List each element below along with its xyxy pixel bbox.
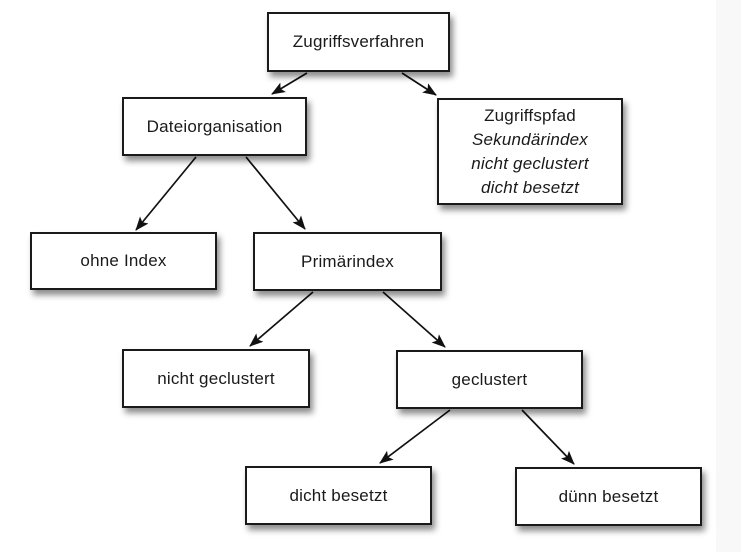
arrow-geclustert-to-dicht-besetzt (379, 409, 451, 464)
arrow-zugriffsverfahren-to-zugriffspfad (401, 72, 437, 96)
right-margin-band (716, 0, 741, 552)
node-dateiorganisation: Dateiorganisation (122, 97, 307, 156)
node-zugriffsverfahren: Zugriffsverfahren (267, 12, 450, 72)
arrow-dateiorganisation-to-ohne-index (135, 156, 197, 231)
arrow-primaerindex-to-geclustert (382, 291, 446, 348)
node-nicht-geclustert-label: nicht geclustert (157, 368, 275, 388)
arrow-geclustert-to-duenn-besetzt (521, 409, 575, 465)
node-zugriffsverfahren-label: Zugriffsverfahren (292, 32, 425, 51)
node-zugriffspfad-line2: Sekundärindex (471, 129, 588, 149)
node-duenn-besetzt: dünn besetzt (515, 467, 702, 526)
node-primaerindex-label: Primärindex (301, 251, 394, 271)
node-zugriffspfad-line1: Zugriffspfad (484, 105, 576, 125)
node-zugriffspfad-line3: nicht geclustert (471, 153, 589, 173)
arrow-zugriffsverfahren-to-dateiorganisation (271, 72, 308, 95)
arrow-primaerindex-to-nicht-geclustert (249, 291, 314, 347)
node-primaerindex: Primärindex (253, 232, 442, 291)
node-zugriffspfad: Zugriffspfad Sekundärindex nicht geclust… (437, 98, 623, 205)
node-geclustert: geclustert (396, 350, 583, 409)
node-zugriffspfad-line4: dicht besetzt (480, 177, 580, 197)
node-duenn-besetzt-label: dünn besetzt (558, 486, 659, 506)
node-geclustert-label: geclustert (451, 369, 528, 389)
node-dicht-besetzt: dicht besetzt (245, 466, 432, 525)
node-nicht-geclustert: nicht geclustert (122, 349, 310, 408)
node-ohne-index: ohne Index (30, 232, 217, 290)
node-ohne-index-label: ohne Index (80, 251, 167, 270)
node-dicht-besetzt-label: dicht besetzt (289, 485, 388, 505)
node-dateiorganisation-label: Dateiorganisation (146, 116, 283, 136)
arrow-dateiorganisation-to-primaerindex (245, 156, 306, 230)
